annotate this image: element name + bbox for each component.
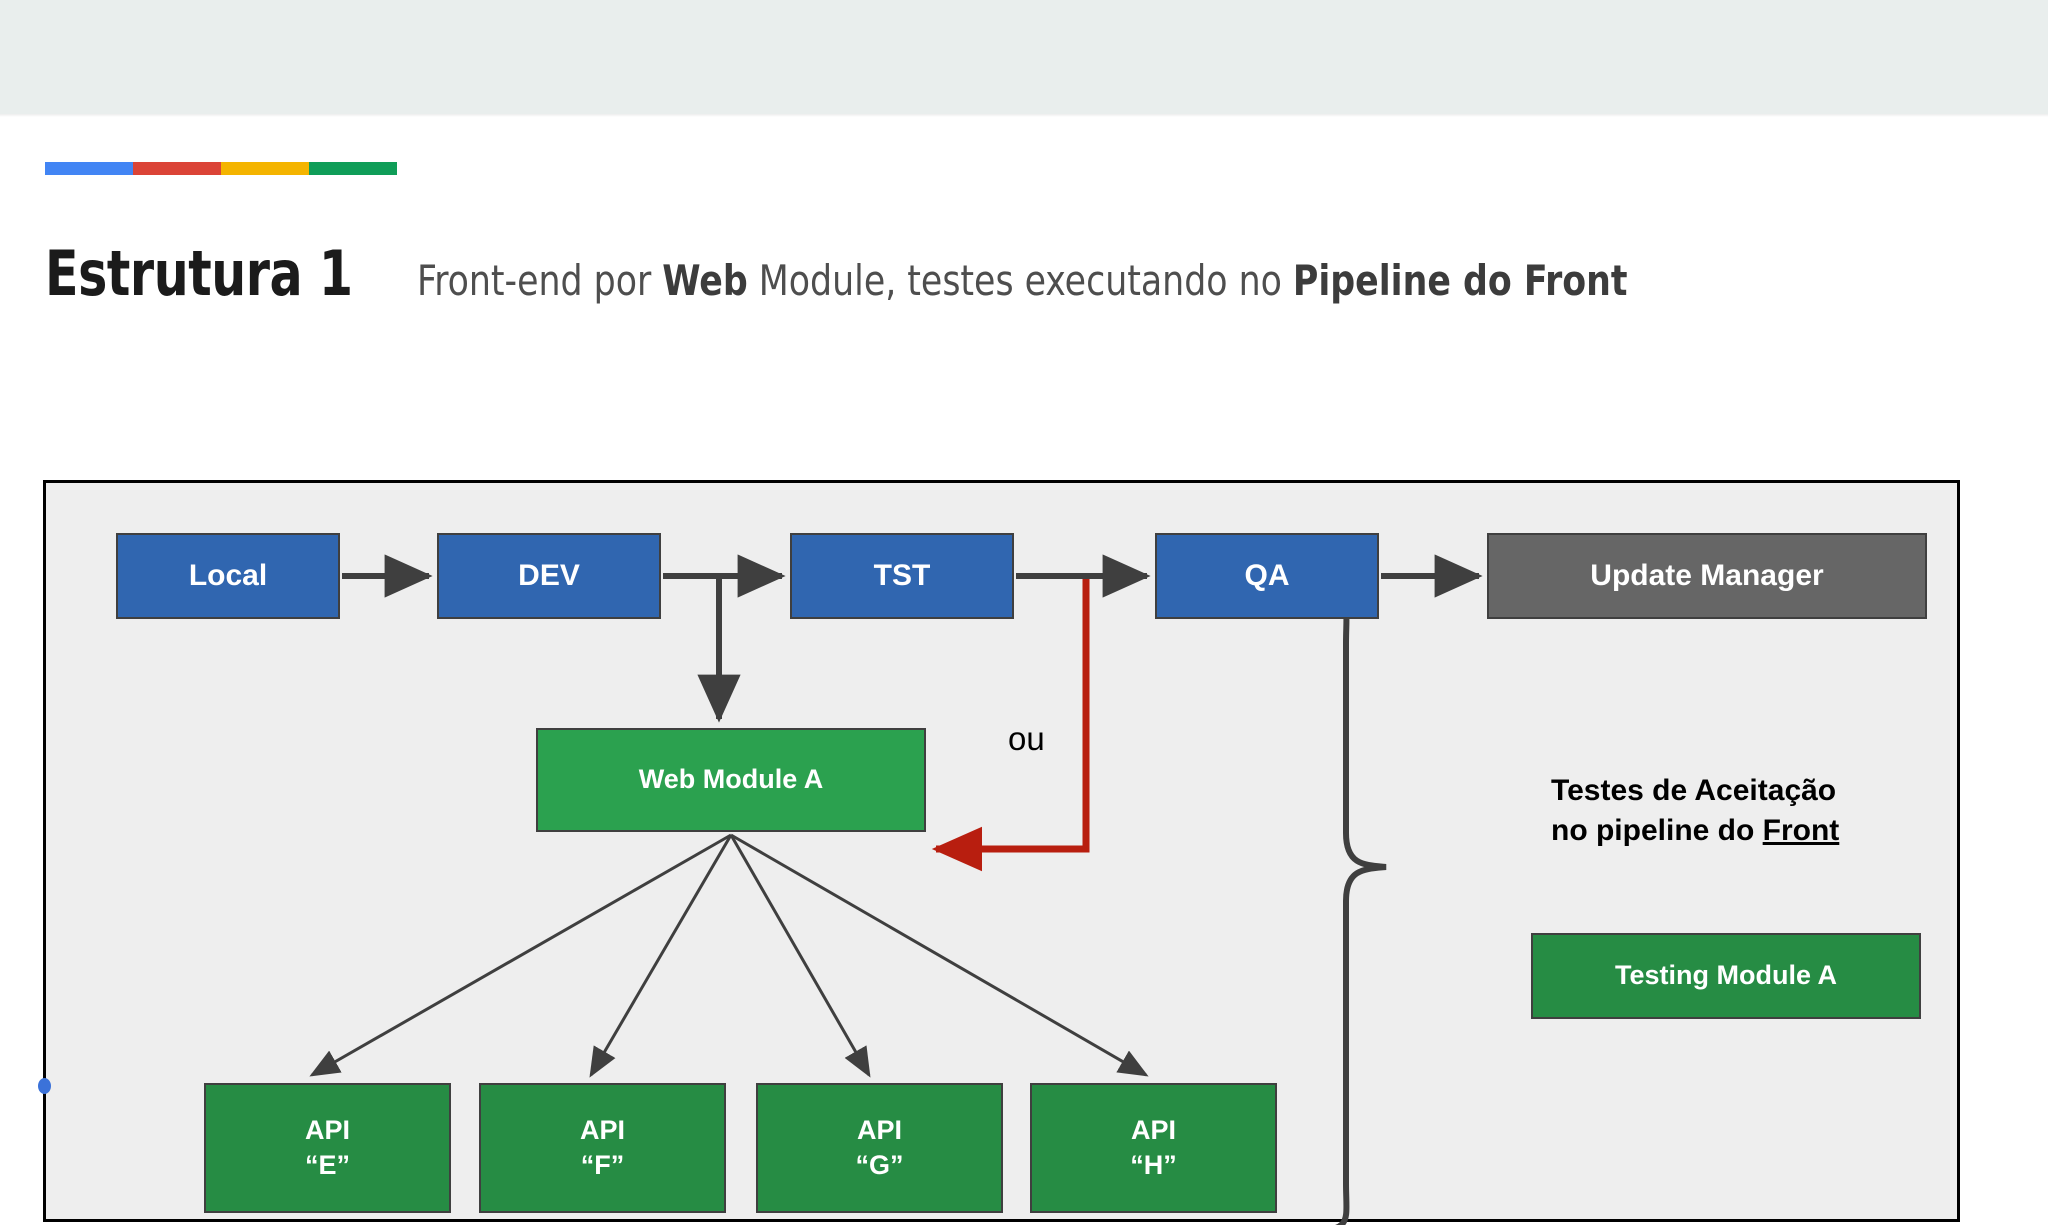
- node-qa[interactable]: QA: [1155, 533, 1379, 619]
- acceptance-line-2-prefix: no pipeline do: [1551, 813, 1763, 847]
- node-api-f[interactable]: API “F”: [479, 1083, 726, 1213]
- title-row: Estrutura 1 Front-end por Web Module, te…: [45, 237, 2005, 317]
- node-local[interactable]: Local: [116, 533, 340, 619]
- page-subtitle: Front-end por Web Module, testes executa…: [417, 256, 1628, 305]
- api-name: “H”: [1130, 1150, 1177, 1180]
- arrow-web-module-to-api-e: [309, 833, 732, 1077]
- alt-path-label: ou: [1008, 720, 1045, 757]
- node-dev[interactable]: DEV: [437, 533, 661, 619]
- subtitle-emphasis: Web: [661, 256, 748, 305]
- brand-accent-bar: [45, 162, 397, 175]
- api-name: “E”: [304, 1150, 350, 1180]
- diagram-panel: Local DEV TST QA Update Manager Web Modu…: [43, 480, 1960, 1225]
- arrow-alt-path-to-web-module: [931, 579, 1090, 872]
- node-update-manager[interactable]: Update Manager: [1487, 533, 1927, 619]
- accent-segment-blue: [45, 162, 133, 175]
- subtitle-text: Front-end por: [416, 256, 662, 305]
- node-api-e[interactable]: API “E”: [204, 1083, 451, 1213]
- subtitle-text: Module, testes executando no: [747, 256, 1293, 305]
- acceptance-line-2: no pipeline do Front: [1551, 811, 1971, 851]
- node-tst[interactable]: TST: [790, 533, 1014, 619]
- arrow-web-module-to-api-f: [589, 834, 733, 1078]
- api-label: API: [579, 1114, 625, 1145]
- api-label: API: [1130, 1114, 1176, 1145]
- subtitle-emphasis: Pipeline do Front: [1292, 256, 1628, 305]
- api-label: API: [304, 1114, 350, 1145]
- stray-blue-dot: [38, 1078, 51, 1094]
- browser-top-strip: [0, 0, 2048, 114]
- acceptance-line-1: Testes de Aceitação: [1551, 774, 1837, 807]
- node-web-module-a[interactable]: Web Module A: [536, 728, 926, 832]
- scope-brace: [1301, 592, 1387, 1225]
- arrow-web-module-to-api-g: [729, 834, 871, 1078]
- page-title: Estrutura 1: [45, 237, 353, 310]
- acceptance-line-2-underlined: Front: [1762, 813, 1840, 847]
- slide-canvas: Estrutura 1 Front-end por Web Module, te…: [0, 117, 2048, 1225]
- arrow-web-module-to-api-h: [730, 833, 1149, 1077]
- api-name: “F”: [580, 1150, 625, 1180]
- node-testing-module-a[interactable]: Testing Module A: [1531, 933, 1921, 1019]
- acceptance-caption: Testes de Aceitação no pipeline do Front: [1551, 771, 1971, 850]
- node-api-h[interactable]: API “H”: [1030, 1083, 1277, 1213]
- top-strip-shadow: [0, 114, 2048, 117]
- accent-segment-red: [133, 162, 221, 175]
- api-label: API: [856, 1114, 902, 1145]
- accent-segment-yellow: [221, 162, 309, 175]
- accent-segment-green: [309, 162, 397, 175]
- node-api-g[interactable]: API “G”: [756, 1083, 1003, 1213]
- api-name: “G”: [855, 1150, 904, 1180]
